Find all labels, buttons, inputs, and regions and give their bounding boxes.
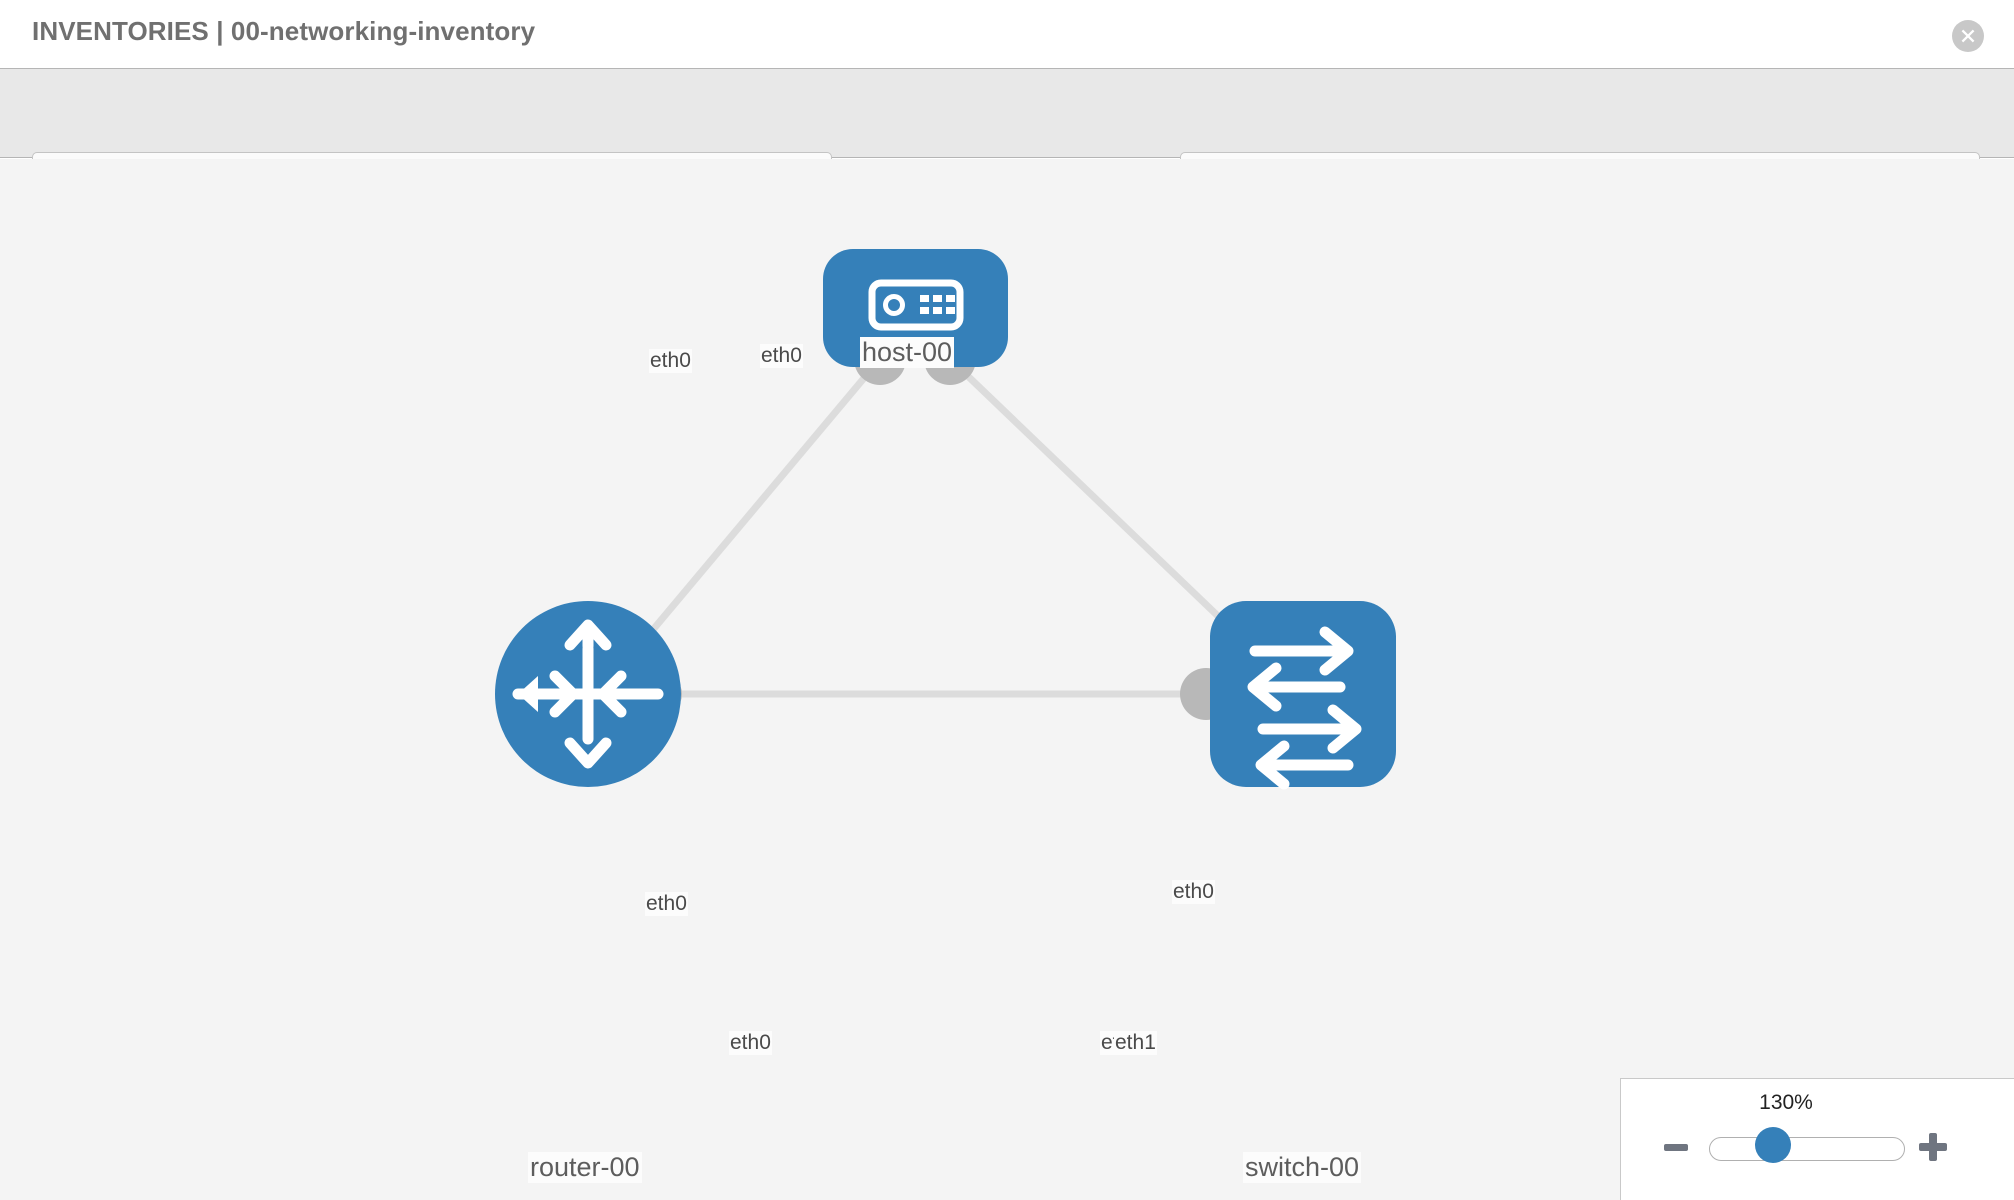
link-host00-switch00[interactable] <box>947 356 1271 667</box>
close-icon <box>1961 29 1975 43</box>
topology-canvas[interactable]: eth0 eth0 eth0 eth0 eth0 eth eth1 host-0… <box>0 159 2014 1200</box>
node-switch-00[interactable] <box>1210 601 1396 790</box>
zoom-level-value: 130% <box>1759 1091 1813 1114</box>
node-label-host-00: host-00 <box>860 337 955 368</box>
topology-graph <box>495 249 1396 790</box>
zoom-slider-track[interactable] <box>1709 1137 1905 1161</box>
topology-ports <box>638 333 1265 720</box>
zoom-control-panel: 130% <box>1620 1078 2014 1200</box>
iface-label-router00-up: eth0 <box>645 892 688 916</box>
node-router-00[interactable] <box>495 601 681 787</box>
minus-icon <box>1664 1144 1688 1151</box>
four-arrows-icon <box>512 619 664 769</box>
page-header: INVENTORIES | 00-networking-inventory <box>0 0 2014 68</box>
zoom-slider-thumb[interactable] <box>1755 1127 1791 1163</box>
zoom-out-button[interactable] <box>1659 1131 1693 1165</box>
link-host00-router00[interactable] <box>617 356 883 672</box>
plus-icon <box>1919 1133 1947 1161</box>
iface-label-host00-right: eth0 <box>760 344 803 368</box>
iface-label-router00-right: eth0 <box>729 1031 772 1055</box>
switch-arrows-icon <box>1247 626 1362 790</box>
iface-label-switch00-left: eth1 <box>1114 1031 1157 1055</box>
close-button[interactable] <box>1952 20 1984 52</box>
page-title: INVENTORIES | 00-networking-inventory <box>32 16 536 46</box>
toolbar: ACTIONS SEARCH <box>0 68 2014 210</box>
server-appliance-icon <box>868 279 964 331</box>
topology-links <box>617 356 1271 698</box>
iface-label-host00-left: eth0 <box>649 349 692 373</box>
node-label-router-00: router-00 <box>528 1152 642 1183</box>
zoom-in-button[interactable] <box>1913 1127 1953 1167</box>
node-switch-00-shape[interactable] <box>1210 601 1396 787</box>
iface-label-switch00-up: eth0 <box>1172 880 1215 904</box>
node-label-switch-00: switch-00 <box>1243 1152 1362 1183</box>
